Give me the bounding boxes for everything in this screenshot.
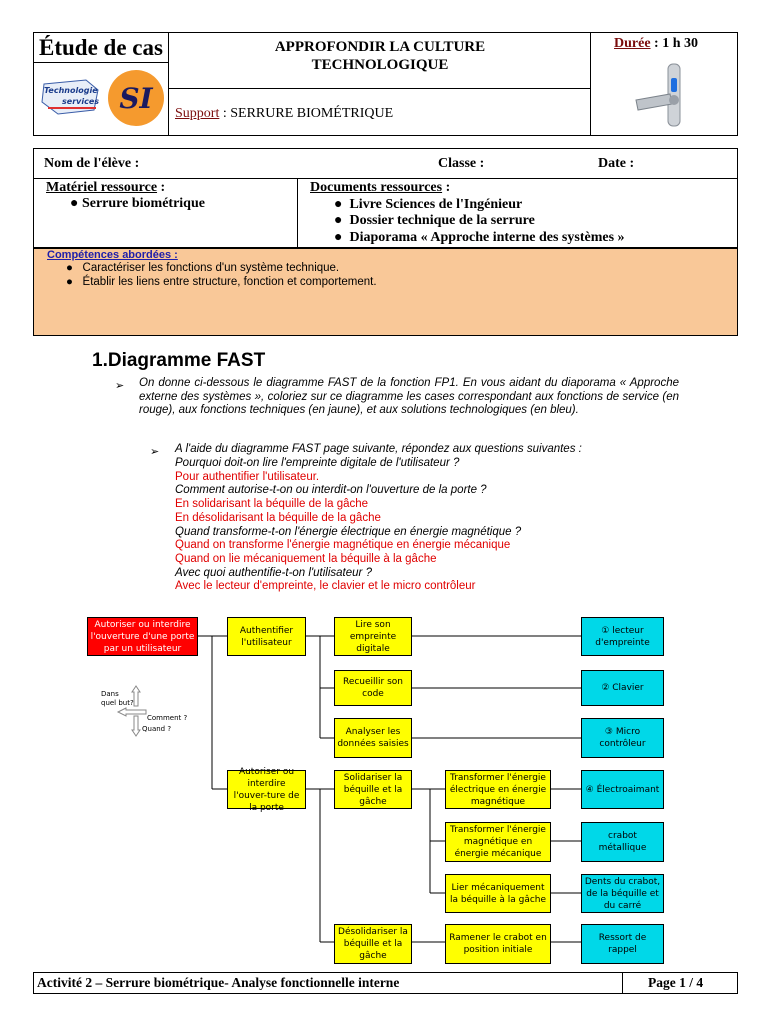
- footer-divider: [622, 972, 623, 994]
- footer-bar: [33, 972, 738, 994]
- fast-solution-micro: ③ Micro contrôleur: [581, 718, 664, 758]
- student-table: [33, 148, 738, 248]
- fast-solution-ressort: Ressort de rappel: [581, 924, 664, 964]
- fast-solution-crabot: crabot métallique: [581, 822, 664, 862]
- question: Pourquoi doit-on lire l'empreinte digita…: [175, 457, 460, 469]
- questions-bullet: ➢: [150, 446, 160, 458]
- competences-title: Compétences abordées :: [47, 249, 178, 261]
- fast-ft-desolidariser: Désolidariser la béquille et la gâche: [334, 924, 412, 964]
- fast-solution-electroaimant: ④ Électroaimant: [581, 770, 664, 809]
- documents-resource: Documents ressources : ● Livre Sciences …: [310, 180, 625, 245]
- document-item: ● Diaporama « Approche interne des systè…: [334, 229, 625, 245]
- fast-ft-transformer-mag-meca: Transformer l'énergie magnétique en éner…: [445, 822, 551, 862]
- answer: En solidarisant la béquille de la gâche: [175, 498, 369, 511]
- header-divider-right: [590, 32, 591, 136]
- questions-answers: Pourquoi doit-on lire l'empreinte digita…: [175, 457, 695, 594]
- fast-ft-analyser-donnees: Analyser les données saisies: [334, 718, 412, 758]
- answer: Quand on lie mécaniquement la béquille à…: [175, 552, 437, 565]
- fast-ft-recueillir-code: Recueillir son code: [334, 670, 412, 706]
- competence-item: ● Caractériser les fonctions d'un systèm…: [66, 262, 340, 274]
- competences-list: ● Caractériser les fonctions d'un systèm…: [66, 262, 377, 289]
- fast-solution-lecteur: ① lecteur d'empreinte: [581, 617, 664, 656]
- fast-ft-ramener-crabot: Ramener le crabot en position initiale: [445, 924, 551, 964]
- fast-ft-lire-empreinte: Lire son empreinte digitale: [334, 617, 412, 656]
- intro-bullet: ➢: [115, 380, 125, 392]
- questions-intro: A l'aide du diagramme FAST page suivante…: [175, 443, 582, 455]
- fast-ft-transformer-elec-mag: Transformer l'énergie électrique en éner…: [445, 770, 551, 809]
- answer: En désolidarisant la béquille de la gâch…: [175, 511, 381, 524]
- footer-activity: Activité 2 – Serrure biométrique- Analys…: [37, 975, 400, 990]
- fast-ft-autoriser: Autoriser ou interdire l'ouver-ture de l…: [227, 767, 306, 813]
- si-logo: SI: [108, 70, 164, 126]
- header-divider-left: [168, 32, 169, 136]
- answer: Quand on transforme l'énergie magnétique…: [175, 539, 511, 552]
- material-resource: Matériel ressource : ● Serrure biométriq…: [46, 180, 205, 211]
- legend-arrows: [116, 685, 147, 737]
- resources-col-divider: [297, 178, 298, 248]
- material-item: ● Serrure biométrique: [70, 196, 205, 211]
- document-item: ● Dossier technique de la serrure: [334, 213, 535, 228]
- fast-solution-clavier: ② Clavier: [581, 670, 664, 706]
- main-title: APPROFONDIR LA CULTURE TECHNOLOGIQUE: [274, 39, 486, 73]
- header-divider-case: [33, 62, 169, 63]
- competences-box: [33, 248, 738, 336]
- fast-ft-solidariser: Solidariser la béquille et la gâche: [334, 770, 412, 809]
- legend-how: Comment ?: [147, 714, 188, 722]
- section-title: 1.Diagramme FAST: [92, 350, 266, 371]
- student-name-label: Nom de l'élève :: [44, 156, 140, 171]
- fast-ft-lier-mecaniquement: Lier mécaniquement la béquille à la gâch…: [445, 874, 551, 913]
- question: Quand transforme-t-on l'énergie électriq…: [175, 525, 522, 538]
- answer: Avec le lecteur d'empreinte, le clavier …: [175, 580, 476, 593]
- fast-service-function: Autoriser ou interdire l'ouverture d'une…: [87, 617, 198, 656]
- support-line: Support : SERRURE BIOMÉTRIQUE: [175, 106, 394, 121]
- header-divider-mid: [168, 88, 591, 89]
- intro-paragraph: On donne ci-dessous le diagramme FAST de…: [139, 377, 679, 417]
- student-row-divider: [33, 178, 738, 179]
- fast-ft-authentifier: Authentifier l'utilisateur: [227, 617, 306, 656]
- student-date-label: Date :: [598, 156, 635, 171]
- technologie-services-logo: Technologie services: [38, 78, 108, 116]
- student-class-label: Classe :: [438, 156, 485, 171]
- footer-page: Page 1 / 4: [648, 975, 704, 990]
- legend-when: Quand ?: [142, 725, 172, 733]
- answer: Pour authentifier l'utilisateur.: [175, 470, 320, 483]
- legend-why: Dans quel but?: [101, 690, 134, 707]
- question: Comment autorise-t-on ou interdit-on l'o…: [175, 484, 487, 497]
- biometric-lock-image: [628, 60, 708, 132]
- case-label: Étude de cas: [39, 35, 163, 60]
- fast-solution-dents: Dents du crabot, de la béquille et du ca…: [581, 874, 664, 913]
- question: Avec quoi authentifie-t-on l'utilisateur…: [175, 566, 372, 579]
- document-item: ● Livre Sciences de l'Ingénieur: [334, 196, 523, 212]
- header-table: [33, 32, 738, 136]
- competence-item: ● Établir les liens entre structure, fon…: [66, 275, 377, 288]
- duration: Durée : 1 h 30: [614, 36, 698, 51]
